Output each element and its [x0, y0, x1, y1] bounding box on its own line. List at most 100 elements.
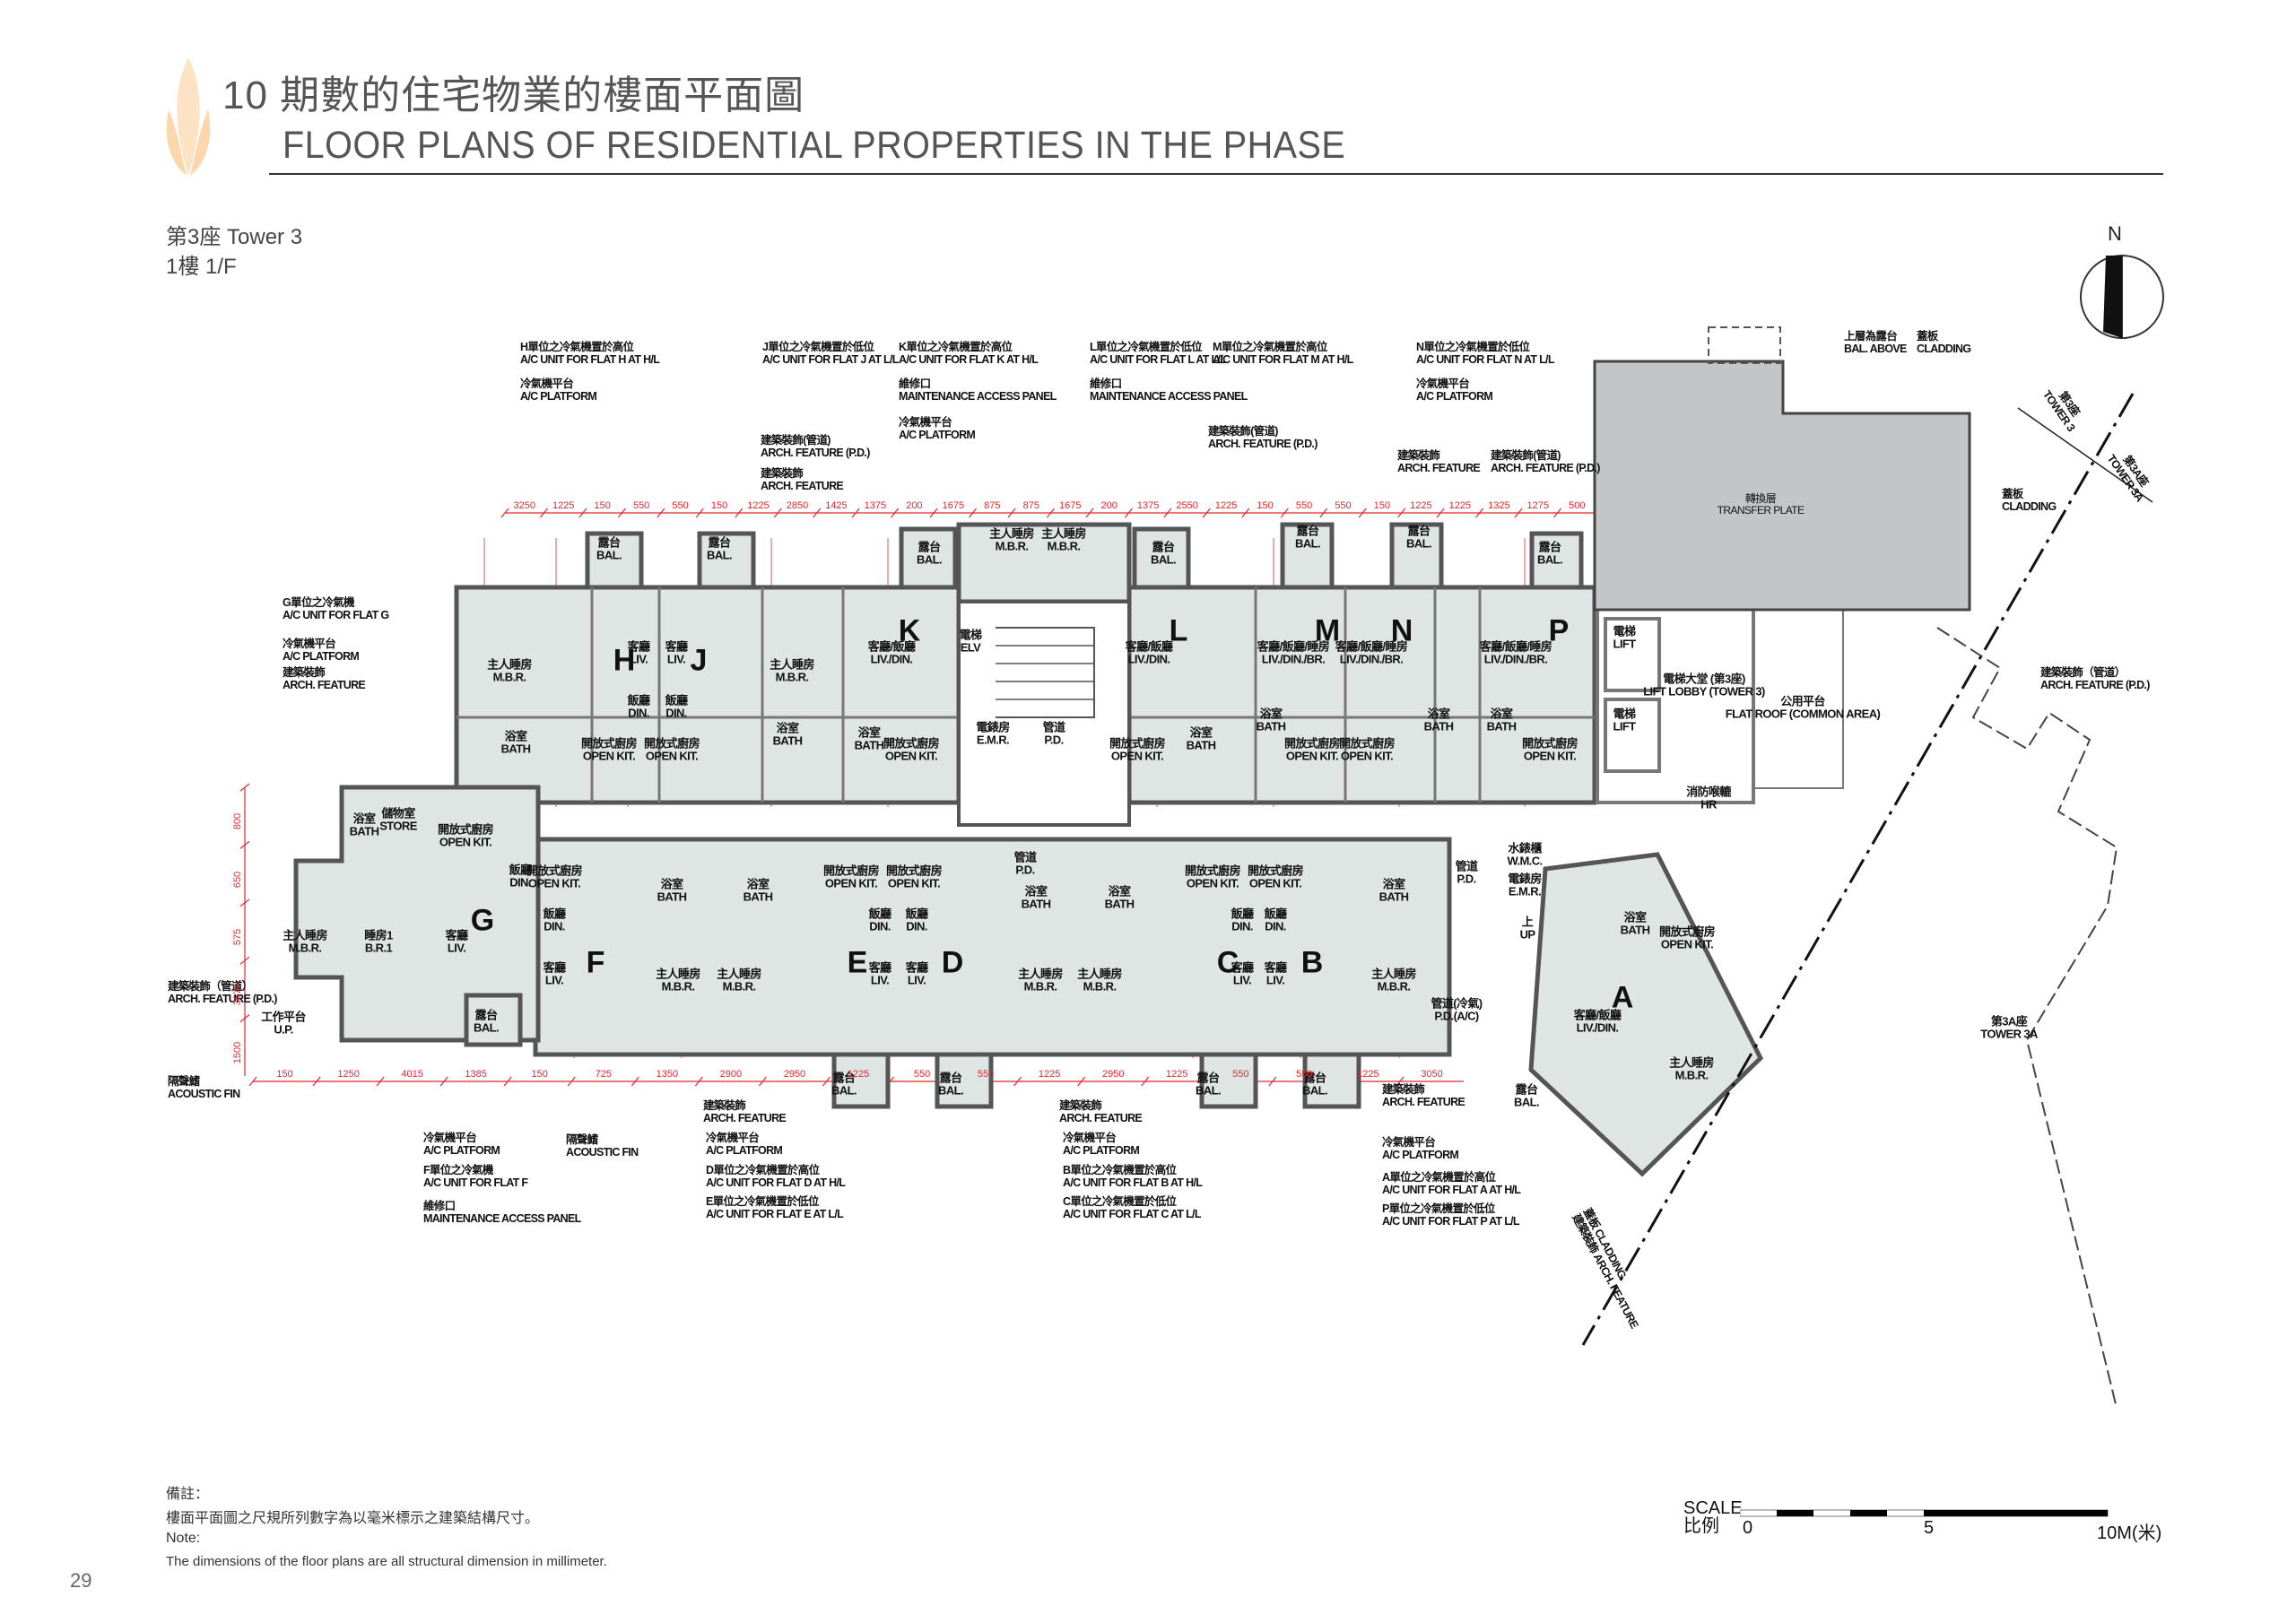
room-label-en: FLAT ROOF (COMMON AREA) — [1725, 707, 1881, 721]
callout-cn: 上層為露台 — [1844, 330, 1898, 343]
room-label-cn: 水錶櫃 — [1508, 841, 1542, 855]
callout-cn: 建築裝飾(管道) — [1208, 425, 1278, 438]
top-units-block — [454, 522, 1597, 805]
callout-en: ARCH. FEATURE — [761, 480, 844, 493]
dimension-value: 1225 — [1448, 500, 1472, 511]
room-label-en: LIV./DIN. — [1576, 1021, 1619, 1035]
room-label-en: BATH — [743, 890, 773, 904]
room-label-en: M.B.R. — [1047, 540, 1081, 553]
room-label-cn: 露台 — [708, 535, 731, 550]
callout-cn: 冷氣機平台 — [1416, 378, 1470, 390]
room-label-en: DIN. — [628, 707, 649, 720]
room-label-cn: 主人睡房 — [656, 967, 700, 981]
room-label-cn: 露台 — [474, 1008, 498, 1022]
callout-cn: 冷氣機平台 — [423, 1132, 477, 1144]
room-label-en: DIN. — [869, 920, 891, 933]
dimension-tick — [1553, 508, 1562, 518]
room-label-en: M.B.R. — [492, 671, 526, 684]
room-label-en: OPEN KIT. — [824, 877, 878, 890]
dimension-value: 1225 — [1038, 1069, 1061, 1080]
dimension-tick — [657, 508, 665, 518]
room-label-cn: 管道 — [1042, 720, 1065, 734]
dimension-value: 1225 — [747, 500, 770, 511]
dimension-tick — [1241, 508, 1250, 518]
callout-cn: 建築裝飾 — [1397, 449, 1440, 462]
callout-en: ARCH. FEATURE (P.D.) — [1491, 462, 1600, 475]
room-label-en: BATH — [1186, 739, 1216, 752]
dimension-tick — [1141, 1076, 1150, 1087]
dimension-value: 1385 — [465, 1069, 487, 1080]
callout-en: MAINTENANCE ACCESS PANEL — [423, 1212, 581, 1226]
room-label-cn: 開放式廚房 — [1338, 736, 1396, 751]
callout-en: A/C PLATFORM — [283, 650, 360, 664]
room-label-en: BAL. — [596, 549, 622, 562]
room-label-cn: 飯廳 — [665, 693, 688, 707]
dimension-value: 3250 — [513, 500, 535, 511]
callout-arch-feature-p-d: 建築裝飾(管道)ARCH. FEATURE (P.D.) — [761, 434, 870, 460]
room-label-en: LIV./DIN. — [870, 653, 913, 666]
room-label-cn: 浴室 — [1259, 707, 1283, 721]
room-label-en: M.B.R. — [1083, 980, 1117, 994]
room-label-en: ELV — [960, 641, 981, 655]
callout-en: MAINTENANCE ACCESS PANEL — [899, 390, 1057, 404]
callout-en: A/C UNIT FOR FLAT E AT L/L — [706, 1208, 844, 1221]
scale-bar — [1740, 1509, 2109, 1517]
title-divider — [269, 173, 2163, 175]
callout-en: A/C PLATFORM — [706, 1144, 783, 1158]
callout-en: A/C PLATFORM — [423, 1144, 500, 1158]
room-label-en: LIV./DIN./BR. — [1483, 653, 1548, 666]
callout-cn: N單位之冷氣機置於低位 — [1416, 341, 1530, 353]
dimension-tick — [578, 508, 587, 518]
room-label-en: OPEN KIT. — [884, 750, 938, 763]
callout-en: A/C UNIT FOR FLAT C AT L/L — [1063, 1208, 1201, 1221]
room-label-cn: 客廳 — [445, 928, 468, 942]
callout-en: A/C UNIT FOR FLAT K AT H/L — [899, 353, 1039, 367]
room-label-cn: 浴室 — [857, 725, 881, 740]
room-label-en: M.B.R. — [995, 540, 1029, 553]
dimension-value: 150 — [1257, 500, 1274, 511]
dimension-value: 2850 — [786, 500, 809, 511]
room-label-cn: 客廳 — [543, 960, 566, 975]
callout-cn: 冷氣機平台 — [706, 1132, 760, 1144]
room-label-en: M.B.R. — [1023, 980, 1057, 994]
dimension-tick — [239, 956, 250, 965]
dimension-value: 2950 — [1101, 1069, 1125, 1080]
callout-cn: 維修口 — [899, 378, 931, 390]
room-label-cn: 主人睡房 — [1077, 967, 1122, 981]
room-label-cn: 電梯 — [1613, 707, 1636, 721]
room-label-en: BAL. — [1514, 1096, 1540, 1109]
callout-cn: 冷氣機平台 — [520, 378, 574, 390]
room-label-cn: 露台 — [1303, 1071, 1326, 1085]
dimension-value: 550 — [1335, 500, 1352, 511]
dimension-tick — [239, 898, 250, 907]
room-label-en: LIV. — [544, 974, 564, 987]
dimension-tick — [735, 508, 744, 518]
room-label-lift-lobby-tower-3: 電梯大堂 (第3座)LIFT LOBBY (TOWER 3) — [1643, 673, 1765, 699]
dimension-tick — [813, 508, 822, 518]
room-label-en: DIN. — [906, 920, 927, 933]
